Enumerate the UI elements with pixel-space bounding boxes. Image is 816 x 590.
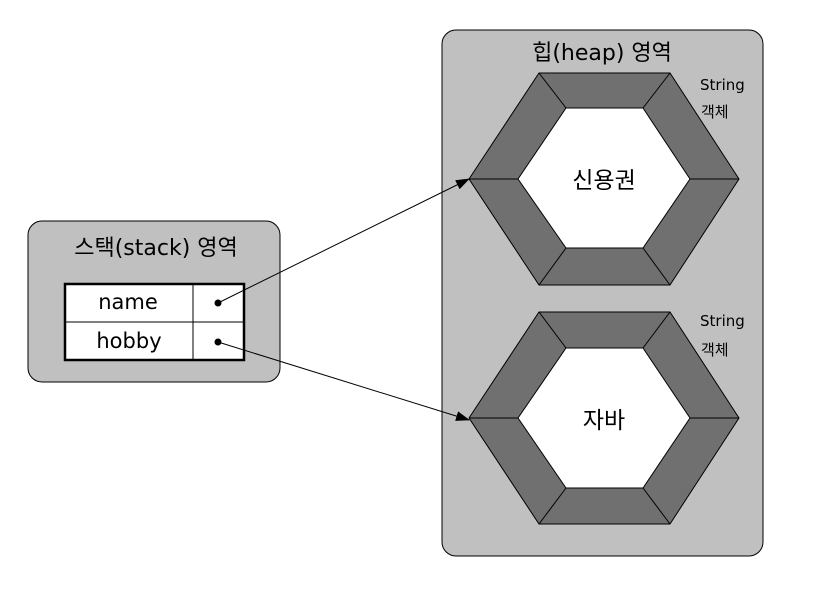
stack-title: 스택(stack) 영역 bbox=[74, 236, 238, 261]
reference-arrow-hobby bbox=[217, 341, 470, 421]
object-type-label-1a: String bbox=[700, 76, 745, 94]
string-value-2: 자바 bbox=[583, 408, 625, 434]
string-object-1: 신용권 String 객체 bbox=[468, 72, 745, 286]
object-type-label-1b: 객체 bbox=[701, 103, 729, 121]
variable-hobby-cell: hobby bbox=[96, 329, 161, 353]
object-type-label-2a: String bbox=[700, 312, 745, 330]
heap-title: 힙(heap) 영역 bbox=[532, 41, 672, 66]
stack-variable-table: name hobby bbox=[63, 282, 246, 362]
variable-name-cell: name bbox=[98, 290, 158, 314]
string-value-1: 신용권 bbox=[572, 168, 635, 194]
object-type-label-2b: 객체 bbox=[701, 341, 729, 359]
string-object-2: 자바 String 객체 bbox=[468, 311, 745, 525]
reference-arrow-name bbox=[217, 178, 470, 304]
